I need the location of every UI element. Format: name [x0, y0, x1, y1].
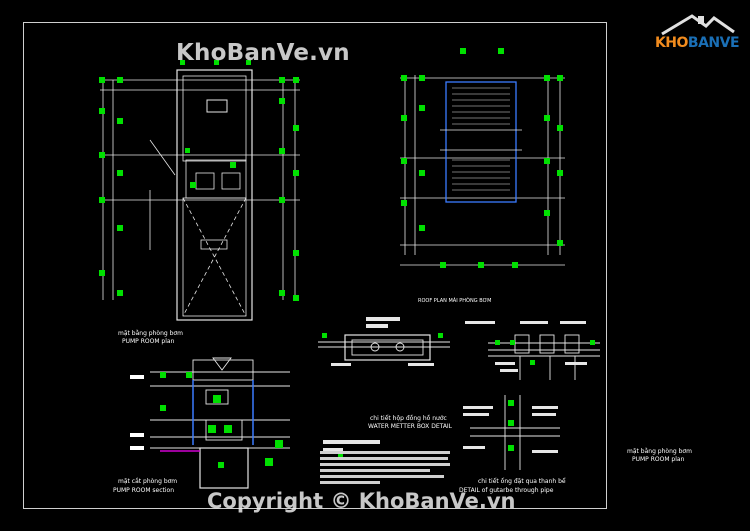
meter-markers [322, 333, 443, 457]
house-roof-icon [661, 14, 735, 36]
watermark-top: KhoBanVe.vn [176, 40, 350, 66]
section-title-en: PUMP ROOM section [113, 487, 175, 494]
general-notes [320, 451, 450, 484]
meter-detail-title-en: WATER METTER BOX DETAIL [368, 423, 453, 430]
pump-room-plan [100, 69, 300, 321]
khobanve-logo: KHOBANVE [654, 10, 740, 60]
meter-detail-title-vi: chi tiết hộp đồng hồ nước [370, 415, 447, 422]
pump-plan-title-en: PUMP ROOM plan [122, 338, 175, 345]
logo-wordmark: KHOBANVE [654, 35, 740, 51]
section-markers [160, 372, 283, 468]
pipe-through-tank-detail [470, 395, 560, 470]
pipe-detail-tags [465, 321, 587, 372]
tank-detail-markers [508, 400, 514, 451]
pump-room-section [150, 357, 290, 489]
drawing-frame [23, 22, 607, 509]
roof-plan-hatch [452, 87, 510, 191]
watermark-bottom: Copyright © KhoBanVe.vn [207, 489, 516, 513]
tank-detail-tags [463, 406, 558, 453]
pipe-detail-title-en: DETAIL of gutarbe through pipe [459, 487, 554, 494]
section-title-vi: mặt cắt phòng bơm [118, 478, 178, 485]
outside-plan-title-en: PUMP ROOM plan [632, 456, 685, 463]
logo-banve: BANVE [687, 35, 740, 51]
roof-plan-title: ROOF PLAN MÁI PHÒNG BƠM [418, 298, 492, 304]
pipe-detail-markers [495, 340, 595, 365]
water-meter-box-detail [318, 334, 450, 361]
pump-room-plan-markers [99, 60, 299, 301]
section-pipes [160, 380, 254, 452]
roof-plan-markers [401, 48, 563, 268]
pipe-detail-title-vi: chi tiết ống đặt qua thanh bể [478, 478, 566, 485]
meter-tag-blocks [323, 317, 434, 451]
logo-kho: KHO [654, 35, 688, 51]
section-elevation-tags [130, 375, 144, 450]
pump-plan-title-vi: mặt bằng phòng bơm [118, 330, 183, 337]
outside-plan-title-vi: mặt bằng phòng bơm [627, 448, 692, 455]
pipe-through-detail-top [488, 334, 600, 380]
